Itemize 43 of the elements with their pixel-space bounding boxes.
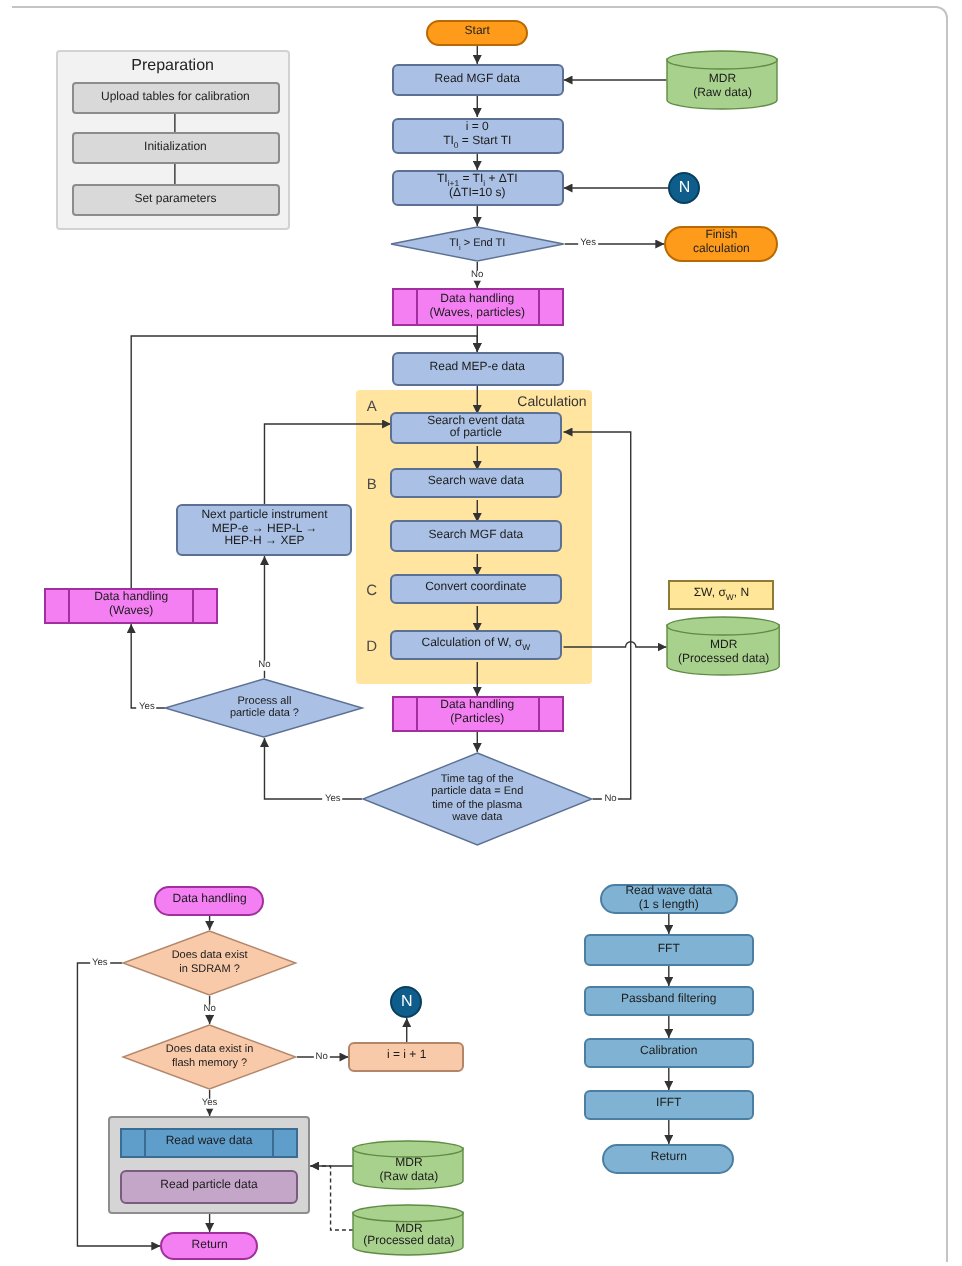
connector-circle: N	[668, 172, 701, 204]
arrow	[130, 335, 482, 589]
arrow	[205, 915, 215, 931]
arrow	[562, 75, 668, 85]
arrow	[562, 427, 632, 800]
arrow	[205, 1089, 215, 1117]
arrow	[263, 419, 392, 505]
panel-title: Preparation	[129, 58, 216, 74]
arrow	[472, 152, 482, 171]
arrow	[562, 183, 670, 193]
arrow	[472, 385, 482, 415]
arrow	[260, 737, 363, 800]
arrow	[664, 1015, 674, 1039]
arrow	[76, 962, 161, 1251]
arrow	[664, 1119, 674, 1145]
dashed-arrow	[309, 1161, 354, 1231]
arrow	[472, 605, 482, 633]
arrow	[664, 1067, 674, 1091]
group-panel	[55, 50, 291, 230]
arrow	[472, 95, 482, 118]
connector-circle: N	[390, 986, 423, 1018]
arrow	[205, 1213, 215, 1233]
arrow	[472, 261, 482, 289]
arrow	[472, 499, 482, 523]
arrow	[472, 45, 482, 65]
arrow	[472, 445, 482, 471]
arrow	[562, 641, 668, 652]
group-panel	[108, 1116, 311, 1214]
group-panel	[355, 390, 593, 684]
arrow	[472, 731, 482, 753]
connector-line	[174, 163, 176, 185]
arrow	[664, 965, 674, 987]
arrow	[126, 623, 166, 709]
arrow	[402, 1017, 412, 1043]
arrow	[205, 995, 215, 1025]
connector-line	[174, 113, 176, 133]
arrow	[563, 239, 666, 249]
arrow	[260, 555, 269, 679]
arrow	[664, 913, 674, 935]
arrow	[472, 553, 482, 577]
arrow	[472, 661, 482, 697]
arrow	[472, 205, 482, 227]
arrow	[296, 1052, 350, 1062]
